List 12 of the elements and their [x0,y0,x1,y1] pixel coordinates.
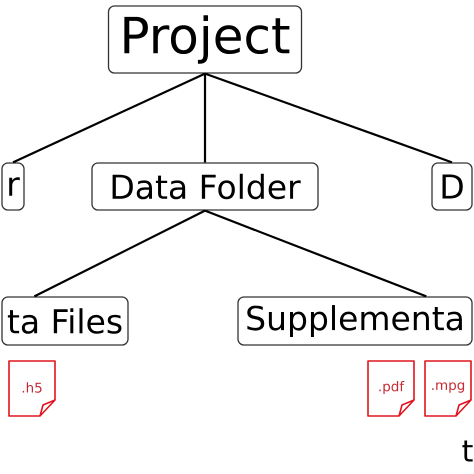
tree-node-box: Supplementa [237,296,473,346]
connector-line [34,210,206,298]
connector-line [204,210,427,298]
connector-line [12,72,206,164]
connector-line [204,74,206,162]
tree-node-box: Project [108,5,302,74]
tree-node-box: D [431,162,473,211]
tree-node-box: r [1,162,25,211]
tree-node-box: ta Files [1,296,129,346]
tree-node-box: Data Folder [91,162,319,211]
connector-line [204,72,452,164]
caption-text: t [462,440,473,462]
